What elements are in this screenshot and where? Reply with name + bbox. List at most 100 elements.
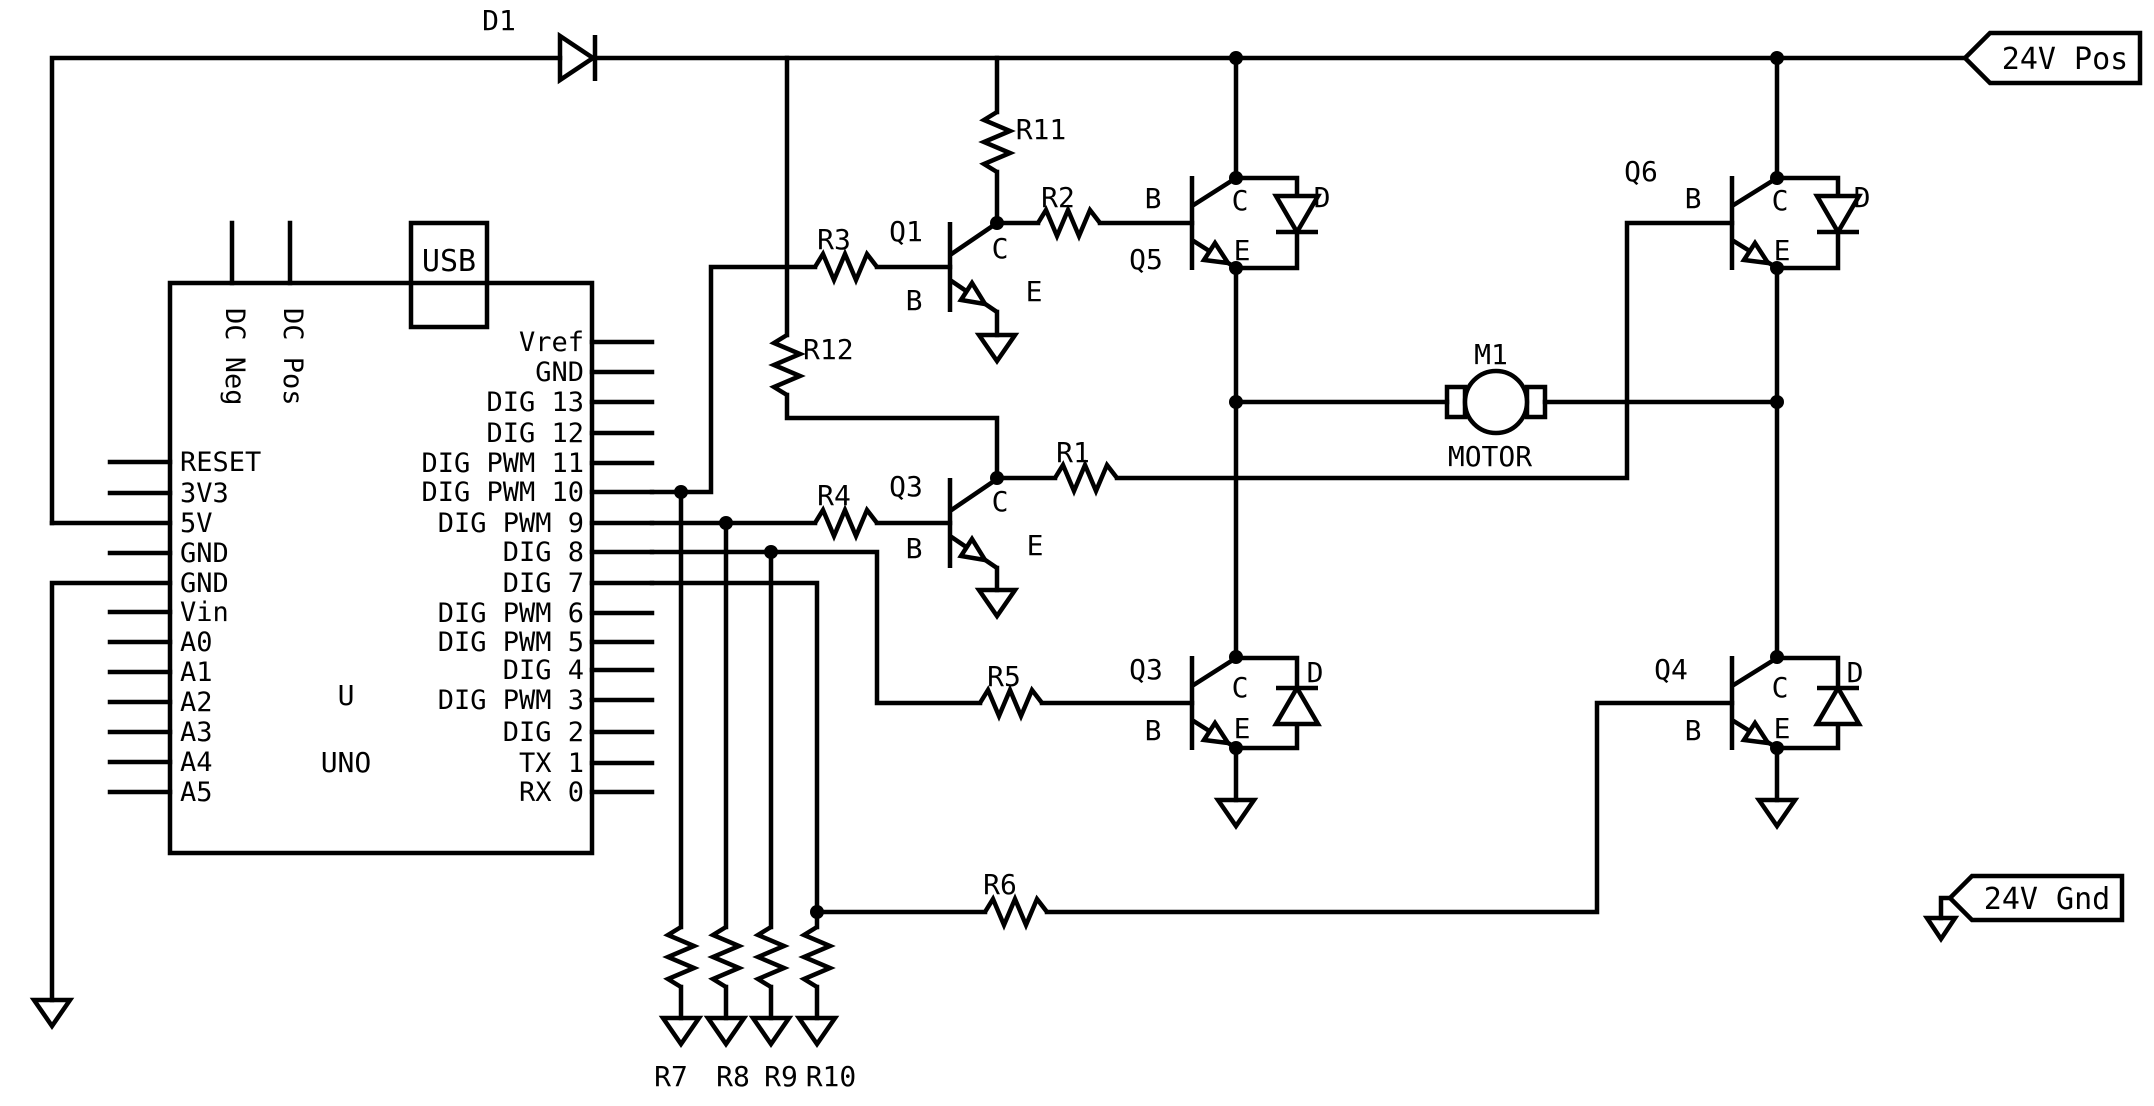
pin-rx0: RX 0	[519, 777, 584, 808]
wire-5v-to-d1	[49, 55, 563, 526]
resistor-r10	[798, 925, 836, 989]
r12-label: R12	[803, 333, 854, 366]
q1-collector-label: C	[992, 232, 1009, 265]
diode-d1	[557, 31, 598, 85]
r3-label: R3	[817, 223, 851, 256]
q6-emitter-label: E	[1774, 234, 1791, 267]
q1-label: Q1	[889, 215, 923, 248]
q6-diode-label: D	[1854, 181, 1871, 214]
dc-pos-label: DC Pos	[277, 308, 308, 406]
ground-r7	[658, 1015, 704, 1048]
pin-dig12: DIG 12	[486, 418, 584, 449]
pin-reset: RESET	[180, 447, 261, 478]
resistor-r4	[813, 504, 879, 542]
q3-driver-label: Q3	[889, 470, 923, 503]
power-flags	[1938, 30, 2143, 923]
q3power-collector-label: C	[1232, 671, 1249, 704]
q3driver-base-label: B	[906, 532, 923, 565]
transistor-q3driver-emitter-arrow	[957, 534, 990, 564]
q3power-diode-label: D	[1307, 656, 1324, 689]
diode-q5-wires	[1236, 175, 1300, 271]
pin-a0: A0	[180, 627, 213, 658]
q5-label: Q5	[1129, 243, 1163, 276]
ground-q3driver	[974, 587, 1020, 620]
q5-diode-label: D	[1314, 181, 1331, 214]
wire-gnd-pin-to-ground	[49, 580, 173, 1003]
q4-base-label: B	[1685, 714, 1702, 747]
q6-base-label: B	[1685, 182, 1702, 215]
r10-label: R10	[806, 1060, 857, 1093]
pin-a3: A3	[180, 717, 213, 748]
dc-neg-label: DC Neg	[219, 308, 250, 406]
pin-a1: A1	[180, 657, 213, 688]
motor-terminal-right	[1524, 384, 1548, 420]
junction-dot	[1770, 51, 1784, 65]
pin-5v: 5V	[180, 508, 213, 539]
usb-connector	[408, 220, 490, 330]
diode-q3power-triangle	[1272, 683, 1322, 727]
resistor-r9	[752, 925, 790, 989]
wire-dc-stubs	[229, 220, 293, 286]
q6-label: Q6	[1624, 155, 1658, 188]
pin-gnd-r: GND	[535, 357, 584, 388]
pin-dig-pwm10: DIG PWM 10	[421, 477, 584, 508]
pin-dig-pwm9: DIG PWM 9	[438, 508, 584, 539]
transistor-q4-emitter-arrow	[1740, 718, 1773, 746]
diode-q3power-wires	[1236, 655, 1300, 751]
wire-r6-q4-base	[814, 700, 1735, 915]
q4-collector-label: C	[1772, 671, 1789, 704]
junction-dot	[764, 545, 778, 559]
wire-24v-gnd-flag	[1938, 895, 1953, 921]
r2-label: R2	[1041, 181, 1075, 214]
transistor-q5-emitter-arrow	[1200, 238, 1233, 266]
motor-body	[1462, 368, 1530, 436]
junction-dot	[1229, 51, 1243, 65]
m1-label: M1	[1474, 338, 1508, 371]
ground-main-left	[29, 997, 75, 1030]
q3-power-label: Q3	[1129, 653, 1163, 686]
pin-dig13: DIG 13	[486, 387, 584, 418]
resistor-r2	[1036, 204, 1102, 242]
wire-dig8-q3power-base	[649, 549, 1195, 706]
ground-r8	[703, 1015, 749, 1048]
junction-dot	[1229, 171, 1243, 185]
transistor-q3-driver	[947, 477, 999, 570]
ground-q4	[1754, 797, 1800, 830]
ground-24v	[1922, 915, 1960, 944]
diode-q4-wires	[1777, 655, 1841, 751]
ground-r9	[748, 1015, 794, 1048]
resistor-r8	[707, 925, 745, 989]
motor-m1	[1444, 368, 1548, 436]
resistors	[662, 110, 1119, 989]
ground-q1	[974, 332, 1020, 365]
q6-collector-label: C	[1772, 184, 1789, 217]
pin-vin: Vin	[180, 597, 229, 628]
arduino-ref: U	[338, 679, 355, 712]
q5-emitter-label: E	[1234, 234, 1251, 267]
resistor-r7	[662, 925, 700, 989]
transistor-q1	[947, 221, 999, 314]
motor-terminal-left	[1444, 384, 1468, 420]
resistor-r1	[1053, 459, 1119, 497]
resistor-r6	[983, 893, 1049, 931]
pin-a2: A2	[180, 687, 213, 718]
junction-dot	[719, 516, 733, 530]
q1-base-label: B	[906, 284, 923, 317]
flag-24v-gnd	[1946, 873, 2125, 923]
r4-label: R4	[817, 479, 851, 512]
flag-24v-pos	[1961, 30, 2143, 86]
q3power-emitter-label: E	[1234, 712, 1251, 745]
wires	[49, 55, 1968, 1021]
r11-label: R11	[1016, 113, 1067, 146]
q4-diode-label: D	[1847, 656, 1864, 689]
junction-dot	[990, 471, 1004, 485]
arduino-name: UNO	[321, 746, 372, 779]
r6-label: R6	[983, 868, 1017, 901]
wire-right-pin-stubs	[589, 339, 655, 795]
pin-dig7: DIG 7	[503, 568, 584, 599]
transistor-q4	[1729, 655, 1863, 751]
resistor-r5	[978, 684, 1044, 722]
junction-dot	[990, 216, 1004, 230]
pin-dig-pwm5: DIG PWM 5	[438, 627, 584, 658]
